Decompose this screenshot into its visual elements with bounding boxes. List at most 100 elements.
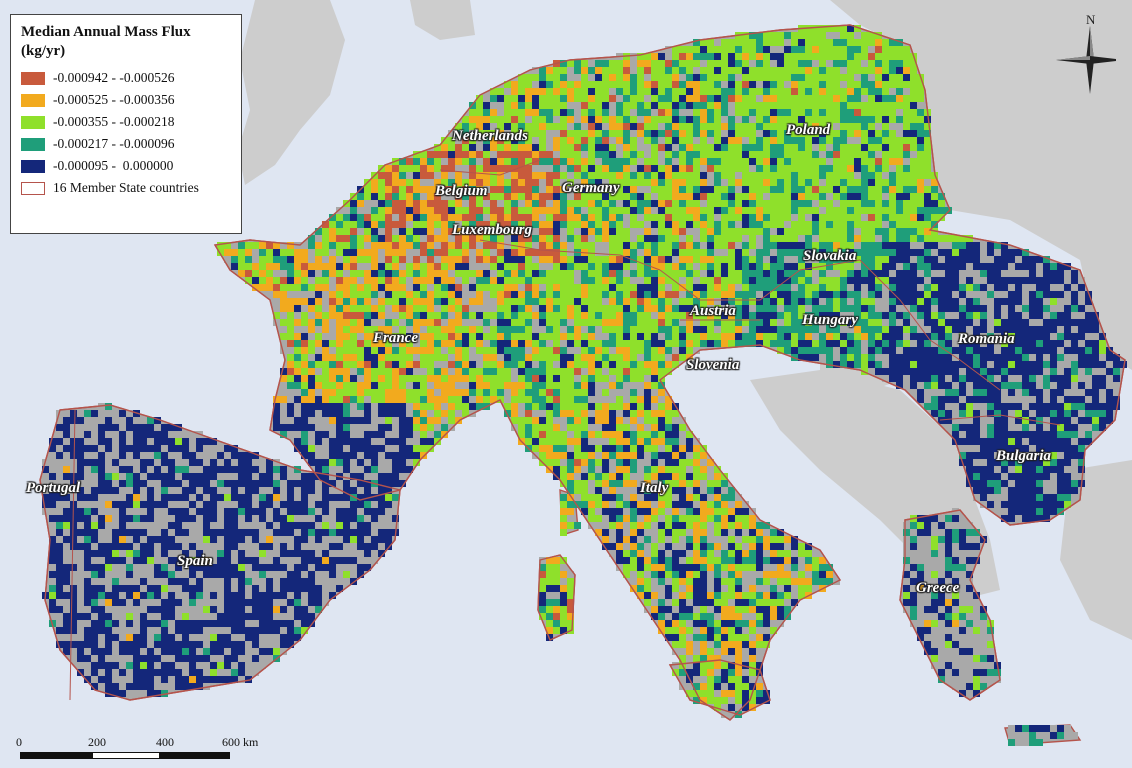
raster-cell [301, 431, 308, 438]
raster-cell [840, 116, 847, 123]
raster-cell [364, 312, 371, 319]
raster-cell [539, 137, 546, 144]
raster-cell [609, 277, 616, 284]
raster-cell [798, 74, 805, 81]
raster-cell [700, 333, 707, 340]
raster-cell [427, 200, 434, 207]
raster-cell [735, 165, 742, 172]
raster-cell [448, 200, 455, 207]
raster-cell [553, 130, 560, 137]
raster-cell [875, 32, 882, 39]
raster-cell [273, 263, 280, 270]
raster-cell [1001, 340, 1008, 347]
raster-cell [735, 46, 742, 53]
raster-cell [630, 228, 637, 235]
raster-cell [651, 81, 658, 88]
raster-cell [994, 417, 1001, 424]
raster-cell [749, 256, 756, 263]
raster-cell [413, 319, 420, 326]
raster-cell [980, 277, 987, 284]
raster-cell [448, 277, 455, 284]
raster-cell [945, 277, 952, 284]
raster-cell [602, 305, 609, 312]
raster-cell [784, 172, 791, 179]
raster-cell [490, 109, 497, 116]
raster-cell [973, 361, 980, 368]
raster-cell [833, 263, 840, 270]
raster-cell [581, 235, 588, 242]
raster-cell [532, 179, 539, 186]
raster-cell [777, 235, 784, 242]
raster-cell [273, 312, 280, 319]
raster-cell [672, 235, 679, 242]
raster-cell [931, 403, 938, 410]
raster-cell [1050, 326, 1057, 333]
raster-cell [707, 130, 714, 137]
raster-cell [497, 375, 504, 382]
raster-cell [693, 326, 700, 333]
raster-cell [427, 354, 434, 361]
raster-cell [392, 375, 399, 382]
raster-cell [679, 340, 686, 347]
raster-cell [490, 207, 497, 214]
raster-cell [322, 228, 329, 235]
raster-cell [574, 193, 581, 200]
raster-cell [574, 137, 581, 144]
raster-cell [665, 193, 672, 200]
raster-cell [574, 221, 581, 228]
raster-cell [805, 284, 812, 291]
raster-cell [588, 354, 595, 361]
raster-cell [896, 144, 903, 151]
raster-cell [490, 88, 497, 95]
raster-cell [1064, 319, 1071, 326]
raster-cell [931, 354, 938, 361]
raster-cell [322, 319, 329, 326]
raster-cell [959, 424, 966, 431]
raster-cell [980, 263, 987, 270]
raster-cell [945, 396, 952, 403]
raster-cell [742, 39, 749, 46]
raster-cell [742, 277, 749, 284]
raster-cell [686, 200, 693, 207]
raster-cell [735, 207, 742, 214]
raster-cell [966, 424, 973, 431]
raster-cell [630, 298, 637, 305]
raster-cell [700, 305, 707, 312]
raster-cell [882, 81, 889, 88]
raster-cell [763, 60, 770, 67]
raster-cell [133, 424, 140, 431]
raster-cell [756, 242, 763, 249]
raster-cell [700, 60, 707, 67]
raster-cell [1001, 424, 1008, 431]
raster-cell [1015, 417, 1022, 424]
raster-cell [490, 130, 497, 137]
raster-cell [721, 179, 728, 186]
raster-cell [462, 242, 469, 249]
raster-cell [630, 389, 637, 396]
raster-cell [427, 158, 434, 165]
raster-cell [840, 291, 847, 298]
raster-cell [742, 172, 749, 179]
raster-cell [567, 74, 574, 81]
raster-cell [385, 284, 392, 291]
raster-cell [420, 165, 427, 172]
raster-cell [735, 130, 742, 137]
raster-cell [595, 424, 602, 431]
raster-cell [896, 172, 903, 179]
raster-cell [1050, 361, 1057, 368]
raster-cell [553, 200, 560, 207]
raster-cell [588, 333, 595, 340]
raster-cell [574, 172, 581, 179]
raster-cell [539, 88, 546, 95]
raster-cell [1071, 291, 1078, 298]
raster-cell [308, 361, 315, 368]
raster-cell [798, 305, 805, 312]
raster-cell [1022, 319, 1029, 326]
raster-cell [560, 340, 567, 347]
raster-cell [567, 263, 574, 270]
raster-cell [658, 137, 665, 144]
raster-cell [756, 130, 763, 137]
raster-cell [938, 410, 945, 417]
raster-cell [847, 81, 854, 88]
raster-cell [595, 123, 602, 130]
